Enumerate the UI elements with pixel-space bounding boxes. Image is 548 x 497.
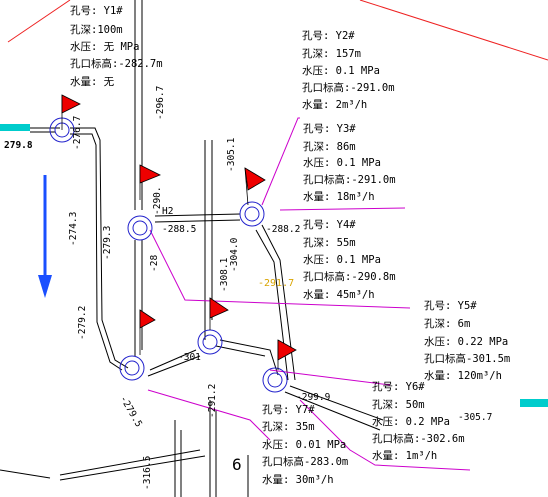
svg-text:孔号: Y7#: 孔号: Y7# xyxy=(262,403,315,416)
water-pipe-right xyxy=(520,399,548,407)
svg-text:水压: 0.1 MPa: 水压: 0.1 MPa xyxy=(303,254,381,266)
elevation-label: -274.3 xyxy=(68,212,79,246)
svg-text:水压: 0.22 MPa: 水压: 0.22 MPa xyxy=(424,336,508,348)
elevation-label: -305.1 xyxy=(226,137,237,172)
elevation-label: -28 xyxy=(149,255,160,272)
elevation-label: -279.5 xyxy=(117,394,144,429)
svg-text:水量: 18m³/h: 水量: 18m³/h xyxy=(303,191,375,203)
roadway-network xyxy=(0,0,384,497)
svg-text:孔口标高:-291.0m: 孔口标高:-291.0m xyxy=(303,173,396,186)
elevation-label: -291.2 xyxy=(207,384,218,418)
svg-text:水压: 0.01 MPa: 水压: 0.01 MPa xyxy=(262,439,346,451)
elevation-label: -304.0 xyxy=(229,237,240,272)
svg-text:孔深: 35m: 孔深: 35m xyxy=(262,420,315,433)
elevation-label: -296.7 xyxy=(155,86,166,120)
svg-text:水量: 120m³/h: 水量: 120m³/h xyxy=(424,370,502,382)
svg-text:孔号: Y2#: 孔号: Y2# xyxy=(302,29,355,42)
svg-text:孔口标高:-282.7m: 孔口标高:-282.7m xyxy=(70,57,163,70)
svg-text:水量: 1m³/h: 水量: 1m³/h xyxy=(372,450,437,462)
elevation-label: -308.1 xyxy=(219,257,230,292)
svg-text:孔号: Y3#: 孔号: Y3# xyxy=(303,122,356,135)
borehole-info-y6: 孔号: Y6# 孔深: 50m 水压: 0.2 MPa 孔口标高:-302.6m… xyxy=(372,380,465,462)
flow-arrow xyxy=(38,175,52,298)
borehole-info-y2: 孔号: Y2# 孔深: 157m 水压: 0.1 MPa 孔口标高:-291.0… xyxy=(302,29,395,111)
borehole-info-y5: 孔号: Y5# 孔深: 6m 水压: 0.22 MPa 孔口标高-301.5m … xyxy=(424,299,510,382)
elevation-label: -288.2 xyxy=(266,224,300,235)
svg-text:孔深: 157m: 孔深: 157m xyxy=(302,47,361,60)
borehole-symbols xyxy=(49,117,288,393)
svg-text:孔口标高:-302.6m: 孔口标高:-302.6m xyxy=(372,432,465,445)
borehole-info-y7: 孔号: Y7# 孔深: 35m 水压: 0.01 MPa 孔口标高-283.0m… xyxy=(262,403,348,486)
svg-text:孔深: 6m: 孔深: 6m xyxy=(424,317,470,330)
svg-text:水量: 2m³/h: 水量: 2m³/h xyxy=(302,99,367,111)
water-pipe-left xyxy=(0,124,30,131)
borehole-info-y3: 孔号: Y3# 孔深: 86m 水压: 0.1 MPa 孔口标高:-291.0m… xyxy=(303,122,396,203)
boundary-line xyxy=(359,0,548,61)
svg-text:孔口标高-283.0m: 孔口标高-283.0m xyxy=(262,455,348,468)
marker-label: H2 xyxy=(162,206,173,217)
svg-text:孔号: Y1#: 孔号: Y1# xyxy=(70,4,123,17)
elevation-label: 279.8 xyxy=(4,140,33,151)
flag-markers xyxy=(61,94,297,370)
svg-text:孔号: Y5#: 孔号: Y5# xyxy=(424,299,477,312)
marker-label: 6 xyxy=(232,455,242,474)
elevation-label: -301 xyxy=(178,352,201,363)
svg-text:孔口标高:-291.0m: 孔口标高:-291.0m xyxy=(302,81,395,94)
svg-text:水量: 30m³/h: 水量: 30m³/h xyxy=(262,474,334,486)
svg-text:水量: 无: 水量: 无 xyxy=(70,76,115,88)
svg-text:水压: 0.2 MPa: 水压: 0.2 MPa xyxy=(372,416,450,428)
elevation-label: -288.5 xyxy=(162,224,196,235)
svg-text:孔口标高:-290.8m: 孔口标高:-290.8m xyxy=(303,270,396,283)
elevation-label: -299.9 xyxy=(296,392,331,403)
elevation-label: -279.2 xyxy=(77,306,88,340)
svg-text:水压: 0.1 MPa: 水压: 0.1 MPa xyxy=(302,65,380,77)
elevation-label: -290. xyxy=(152,186,163,215)
svg-text:孔口标高-301.5m: 孔口标高-301.5m xyxy=(424,352,510,365)
svg-text:孔号: Y6#: 孔号: Y6# xyxy=(372,380,425,393)
elevation-label: -316.5 xyxy=(142,456,153,490)
svg-text:孔深:100m: 孔深:100m xyxy=(70,23,123,36)
svg-text:水量: 45m³/h: 水量: 45m³/h xyxy=(303,289,375,301)
svg-text:孔号: Y4#: 孔号: Y4# xyxy=(303,218,356,231)
svg-text:水压: 无 MPa: 水压: 无 MPa xyxy=(70,41,139,53)
svg-text:孔深: 55m: 孔深: 55m xyxy=(303,236,356,249)
elevation-label: -279.3 xyxy=(102,226,113,260)
elevation-label-yellow: -291.7 xyxy=(258,278,294,289)
borehole-info-y1: 孔号: Y1# 孔深:100m 水压: 无 MPa 孔口标高:-282.7m 水… xyxy=(70,4,163,88)
elevation-label: -276.7 xyxy=(72,116,83,150)
elevation-label: -305.7 xyxy=(458,412,492,423)
svg-text:孔深: 50m: 孔深: 50m xyxy=(372,398,425,411)
svg-text:水压: 0.1 MPa: 水压: 0.1 MPa xyxy=(303,157,381,169)
boundary-line xyxy=(7,0,71,43)
borehole-info-y4: 孔号: Y4# 孔深: 55m 水压: 0.1 MPa 孔口标高:-290.8m… xyxy=(303,218,396,301)
leader-lines xyxy=(147,117,471,471)
svg-text:孔深: 86m: 孔深: 86m xyxy=(303,140,356,153)
